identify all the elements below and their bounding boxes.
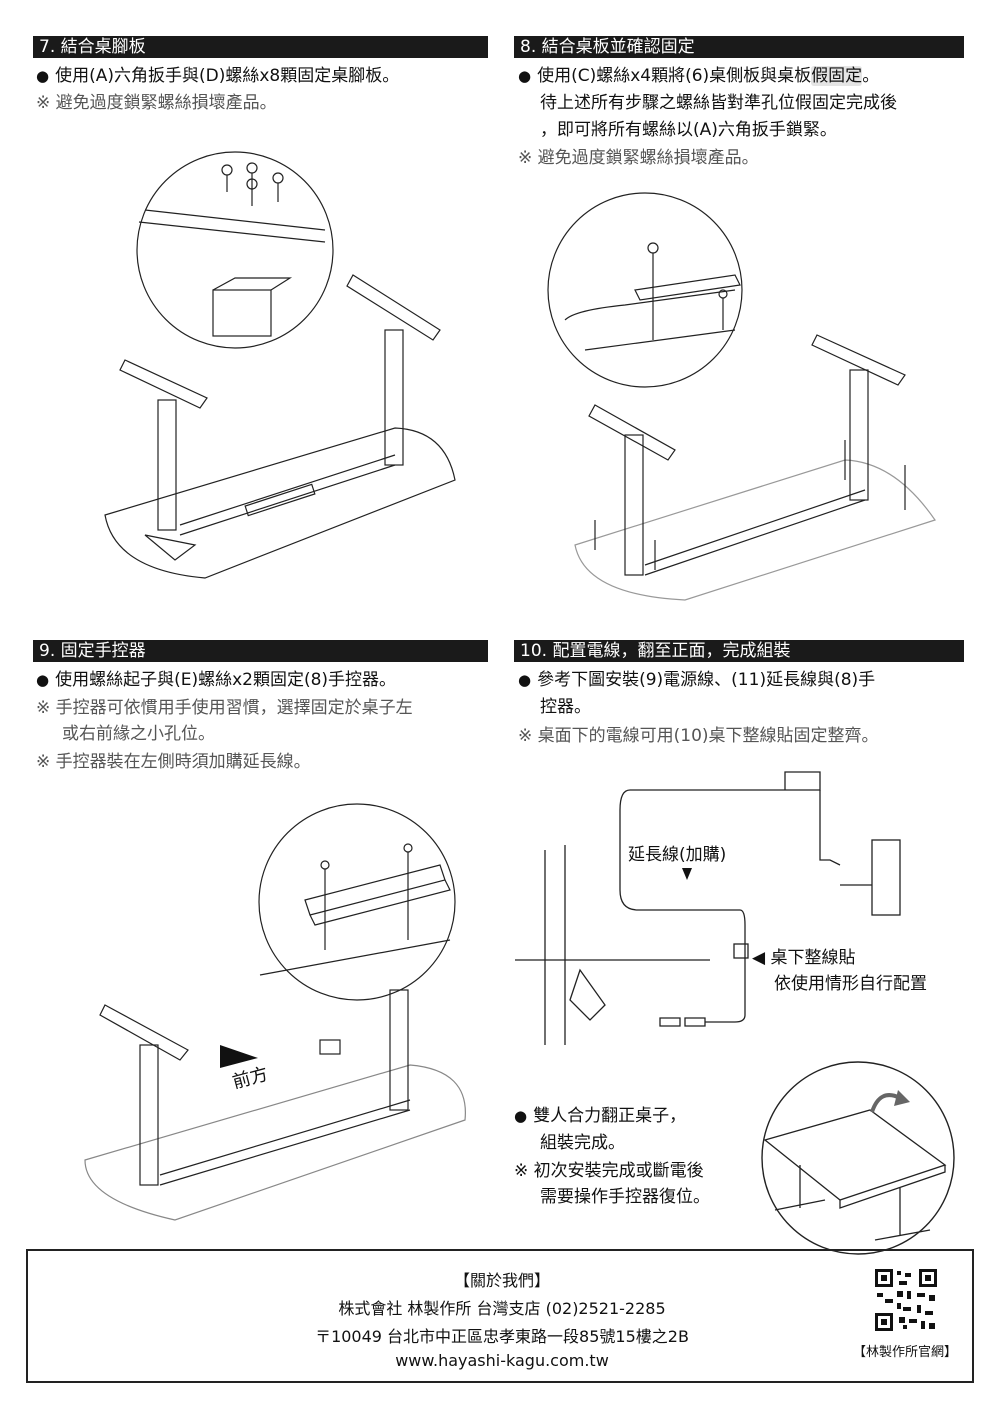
step9-instruction: ● 使用螺絲起子與(E)螺絲x2顆固定(8)手控器。 [36, 668, 396, 692]
step9-note2: ※ 手控器裝在左側時須加購延長線。 [36, 752, 311, 772]
flip-note1: ※ 初次安裝完成或斷電後 [514, 1161, 704, 1181]
flip-line2: 組裝完成。 [540, 1133, 625, 1153]
step9-illustration [84, 803, 466, 1221]
website-link[interactable]: www.hayashi-kagu.com.tw [395, 1351, 609, 1370]
step10-line1: 參考下圖安裝(9)電源線、(11)延長線與(8)手 [537, 670, 876, 690]
down-arrow-icon [682, 868, 692, 880]
step8-line3: ，即可將所有螺絲以(A)六角扳手鎖緊。 [540, 120, 837, 140]
step10-note: ※ 桌面下的電線可用(10)桌下整線貼固定整齊。 [518, 726, 879, 746]
cable-clip-sublabel: 依使用情形自行配置 [774, 974, 927, 994]
step8-header: 8. 結合桌板並確認固定 [514, 36, 964, 58]
step9-note1b: 或右前緣之小孔位。 [62, 724, 215, 744]
step7-instruction: ● 使用(A)六角扳手與(D)螺絲x8顆固定桌腳板。 [36, 64, 399, 88]
company-info: 株式會社 林製作所 台灣支店 (02)2521-2285 [338, 1299, 666, 1318]
flip-illustration [761, 1061, 955, 1255]
front-arrow-icon [220, 1045, 258, 1068]
flip-instruction: ● 雙人合力翻正桌子， [514, 1104, 686, 1128]
about-heading: 【關於我們】 [453, 1271, 550, 1290]
step7-note: ※ 避免過度鎖緊螺絲損壞產品。 [36, 93, 277, 113]
step8-highlight: 假固定 [811, 66, 863, 86]
bullet-icon: ● [36, 671, 50, 689]
cable-clip-label: ◀ 桌下整線貼 [752, 948, 856, 968]
footer: 【關於我們】 株式會社 林製作所 台灣支店 (02)2521-2285 〒100… [26, 1249, 974, 1383]
step8-instruction: ● 使用(C)螺絲x4顆將(6)桌側板與桌板假固定。 [518, 64, 879, 88]
qr-label: 【林製作所官網】 [853, 1345, 958, 1360]
step7-line1: 使用(A)六角扳手與(D)螺絲x8顆固定桌腳板。 [55, 66, 400, 86]
step9-title: 9. 固定手控器 [39, 641, 146, 661]
flip-note2: 需要操作手控器復位。 [540, 1187, 710, 1207]
step10-instruction: ● 參考下圖安裝(9)電源線、(11)延長線與(8)手 [518, 668, 875, 692]
step7-header: 7. 結合桌腳板 [33, 36, 488, 58]
address: 〒10049 台北市中正區忠孝東路一段85號15樓之2B [315, 1327, 689, 1346]
step7-illustration [104, 151, 456, 579]
bullet-icon: ● [518, 67, 532, 85]
bullet-icon: ● [36, 67, 50, 85]
step10-header: 10. 配置電線，翻至正面，完成組裝 [514, 640, 964, 662]
step8-line2: 待上述所有步驟之螺絲皆對準孔位假固定完成後 [540, 93, 897, 113]
step8-line1-b: 。 [862, 66, 880, 86]
extension-cord-label: 延長線(加購) [628, 845, 727, 865]
step10-title: 10. 配置電線，翻至正面，完成組裝 [520, 641, 791, 661]
step9-note1a: ※ 手控器可依慣用手使用習慣，選擇固定於桌子左 [36, 698, 413, 718]
step10-illustration [515, 771, 901, 1045]
qr-code-icon[interactable] [873, 1267, 939, 1333]
step9-header: 9. 固定手控器 [33, 640, 488, 662]
step8-note: ※ 避免過度鎖緊螺絲損壞產品。 [518, 148, 759, 168]
step8-title: 8. 結合桌板並確認固定 [520, 37, 695, 57]
bullet-icon: ● [518, 671, 532, 689]
step7-title: 7. 結合桌腳板 [39, 37, 146, 57]
flip-line1: 雙人合力翻正桌子， [533, 1106, 687, 1126]
step10-line2: 控器。 [540, 697, 591, 717]
step9-line1: 使用螺絲起子與(E)螺絲x2顆固定(8)手控器。 [55, 670, 397, 690]
step8-illustration [547, 192, 936, 601]
bullet-icon: ● [514, 1107, 528, 1125]
step8-line1-a: 使用(C)螺絲x4顆將(6)桌側板與桌板 [537, 66, 812, 86]
